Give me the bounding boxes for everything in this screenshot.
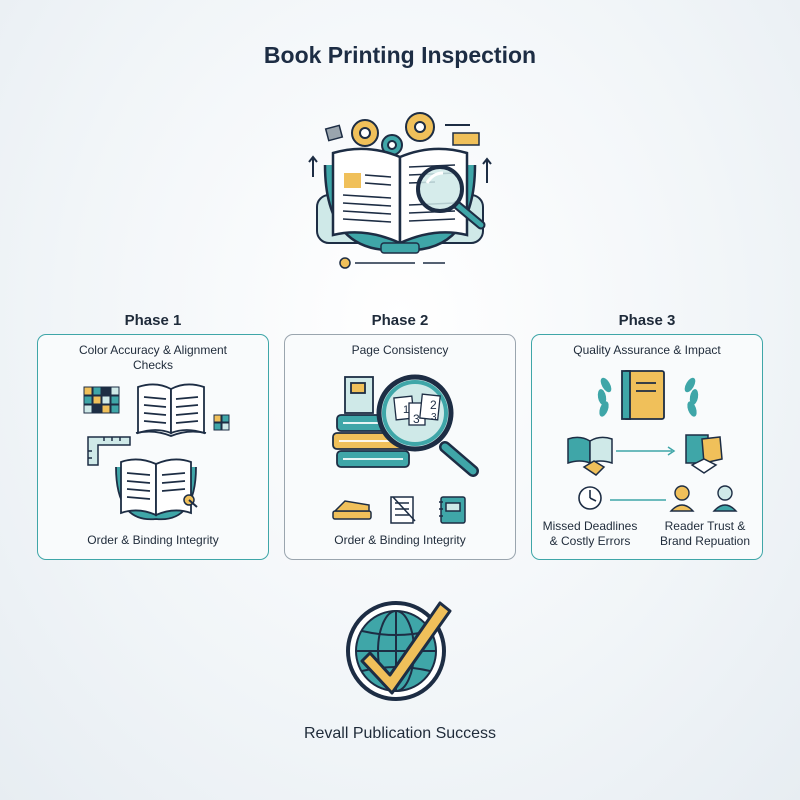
award-book-icon <box>621 370 665 420</box>
checklist-icon <box>390 496 416 524</box>
phase-1-label: Phase 1 <box>124 312 182 329</box>
phase-3-card: Quality Assurance & Impact <box>531 334 763 560</box>
gear-icon <box>351 112 435 156</box>
notebook-icon <box>439 496 466 524</box>
page-number-3a: 3 <box>413 412 420 426</box>
phase-3-label: Phase 3 <box>618 312 676 329</box>
reader-avatar-icon <box>669 485 695 512</box>
phase-2-card: Page Consistency 1 2 3 3 <box>284 334 516 560</box>
handshake-success-icon <box>685 434 723 474</box>
customer-avatar-icon <box>712 485 738 512</box>
magnifier-icon <box>416 165 486 230</box>
footer-caption: Revall Publication Success <box>303 725 497 742</box>
phase-1-caption: Order & Binding Integrity <box>87 533 219 547</box>
page-number-1: 1 <box>403 404 409 416</box>
open-book-teal-icon <box>115 458 197 521</box>
phase-3-illustration <box>567 370 738 512</box>
handshake-book-icon <box>567 436 613 476</box>
clock-icon <box>578 486 602 510</box>
color-swatch-small-icon <box>213 414 230 431</box>
phase-2-label: Phase 2 <box>371 312 429 329</box>
color-swatch-grid-icon <box>83 386 120 414</box>
book-inspection-illustration <box>308 112 492 269</box>
phase-3-right-caption: Reader Trust & Brand Repuation <box>659 519 751 548</box>
phase-2-caption: Order & Binding Integrity <box>334 533 466 547</box>
eyedropper-icon <box>183 494 198 508</box>
page-number-2: 2 <box>430 398 437 412</box>
phase-3-heading: Quality Assurance & Impact <box>573 343 721 357</box>
phase-2-heading: Page Consistency <box>351 343 449 357</box>
numbered-pages <box>393 393 441 426</box>
phase-1-heading: Color Accuracy & Alignment Checks <box>78 343 228 372</box>
phase-3-left-caption: Missed Deadlines & Costly Errors <box>542 519 638 548</box>
phase-1-card: Color Accuracy & Alignment Checks <box>37 334 269 560</box>
page-number-3b: 3 <box>431 412 437 423</box>
open-book-icon <box>135 383 207 437</box>
stapler-icon <box>332 500 372 520</box>
globe-checkmark-icon <box>346 601 452 701</box>
ruler-icon <box>87 436 131 466</box>
phase-1-illustration <box>83 383 230 521</box>
phase-2-illustration: 1 2 3 3 <box>332 374 479 524</box>
page-title: Book Printing Inspection <box>263 42 537 68</box>
laurel-wreath-icon <box>597 377 699 417</box>
